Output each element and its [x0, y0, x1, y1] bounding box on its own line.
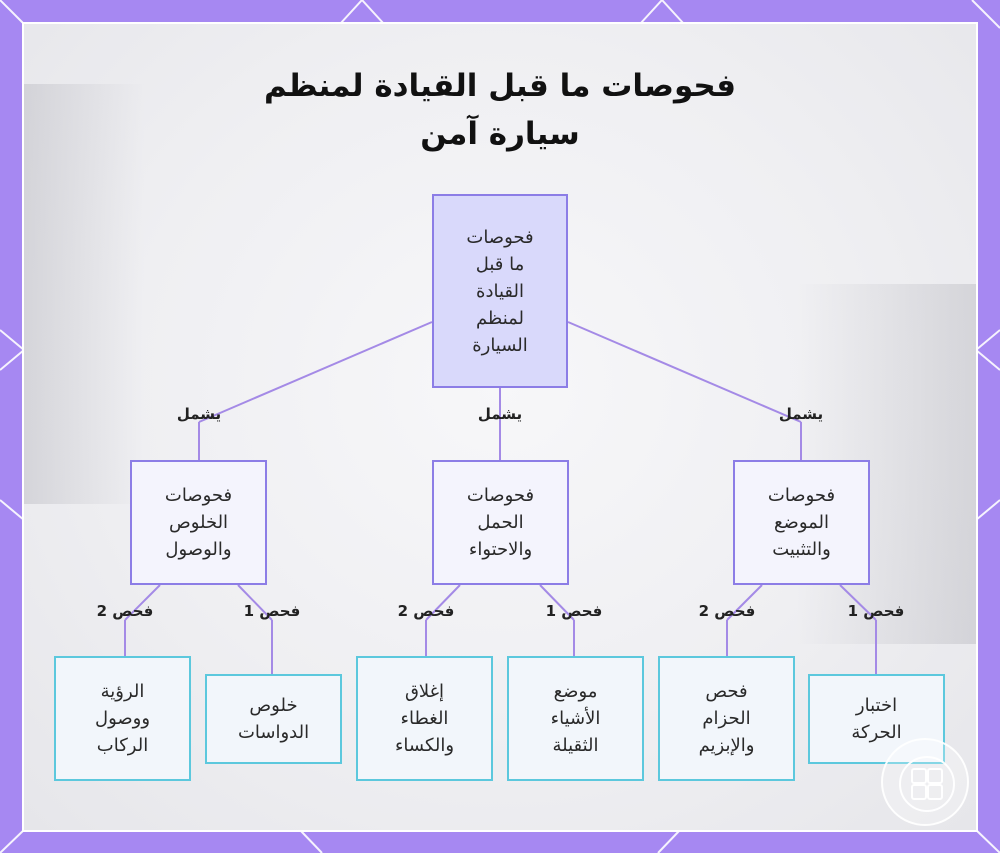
category-node-line: والتثبيت: [772, 539, 831, 560]
leaf-node-pedals: خلوص الدواسات: [205, 674, 342, 764]
category-node-line: الخلوص: [168, 512, 229, 533]
category-node-line: والاحتواء: [468, 539, 533, 560]
connector-root-to-reach: [198, 321, 433, 423]
connector-reach-to-visibility: [124, 584, 161, 621]
leaf-node-line: ووصول: [94, 708, 151, 729]
leaf-node-line: فحص: [705, 681, 748, 702]
connector-position-to-belt: [726, 584, 763, 621]
edge-label-check-2-position: فحص 2: [698, 602, 756, 620]
root-node-line: القيادة: [476, 280, 524, 302]
category-node-line: والوصول: [165, 539, 232, 560]
leaf-node-line: الغطاء: [400, 708, 449, 729]
edge-label-check-1-reach: فحص 1: [243, 602, 301, 620]
leaf-node-line: الأشياء: [550, 708, 601, 729]
connector-load-to-cover: [425, 584, 461, 621]
leaf-node-heavy-items: موضع الأشياء الثقيلة: [507, 656, 644, 781]
leaf-node-line: والإبزيم: [698, 735, 755, 756]
category-node-line: فحوصات: [164, 485, 233, 506]
edge-label-check-2-load: فحص 2: [397, 602, 455, 620]
diagram-title-line-2: سيارة آمن: [420, 116, 580, 152]
root-node-line: السيارة: [472, 334, 528, 356]
category-node-position: فحوصات الموضع والتثبيت: [733, 460, 870, 585]
leaf-node-line: اختبار: [855, 695, 898, 716]
leaf-node-cover: إغلاق الغطاء والكساء: [356, 656, 493, 781]
leaf-node-line: إغلاق: [404, 681, 445, 702]
leaf-node-line: الركاب: [96, 735, 149, 756]
category-node-line: الحمل: [477, 512, 524, 533]
leaf-node-line: الرؤية: [100, 681, 145, 702]
leaf-node-line: الحزام: [702, 708, 751, 729]
leaf-node-visibility: الرؤية ووصول الركاب: [54, 656, 191, 781]
category-node-line: فحوصات: [466, 485, 535, 506]
root-node-line: ما قبل: [475, 253, 525, 275]
root-node: فحوصات ما قبل القيادة لمنظم السيارة: [432, 194, 568, 388]
leaf-node-line: موضع: [553, 681, 598, 702]
root-node-line: لمنظم: [475, 307, 525, 329]
edge-label-includes-load: يشمل: [477, 405, 523, 423]
leaf-node-line: والكساء: [394, 735, 455, 756]
edge-label-check-1-position: فحص 1: [847, 602, 905, 620]
leaf-node-belt: فحص الحزام والإبزيم: [658, 656, 795, 781]
edge-label-check-1-load: فحص 1: [545, 602, 603, 620]
edge-label-check-2-reach: فحص 2: [96, 602, 154, 620]
connector-load-to-heavy: [539, 584, 575, 621]
connector-position-to-motion: [839, 584, 877, 621]
leaf-node-line: الحركة: [851, 722, 902, 743]
category-node-line: فحوصات: [767, 485, 836, 506]
diagram-title-line-1: فحوصات ما قبل القيادة لمنظم: [263, 68, 737, 104]
leaf-node-line: الثقيلة: [552, 735, 599, 756]
edge-label-includes-reach: يشمل: [176, 405, 222, 423]
category-node-line: الموضع: [773, 512, 830, 533]
root-node-line: فحوصات: [466, 226, 534, 248]
leaf-node-line: خلوص: [249, 695, 298, 716]
grid-app-icon: [881, 738, 969, 826]
connector-reach-to-pedals: [237, 584, 273, 621]
category-node-load: فحوصات الحمل والاحتواء: [432, 460, 569, 585]
edge-label-includes-position: يشمل: [778, 405, 824, 423]
connector-root-to-position: [567, 321, 802, 423]
category-node-reach: فحوصات الخلوص والوصول: [130, 460, 267, 585]
leaf-node-line: الدواسات: [237, 722, 310, 743]
